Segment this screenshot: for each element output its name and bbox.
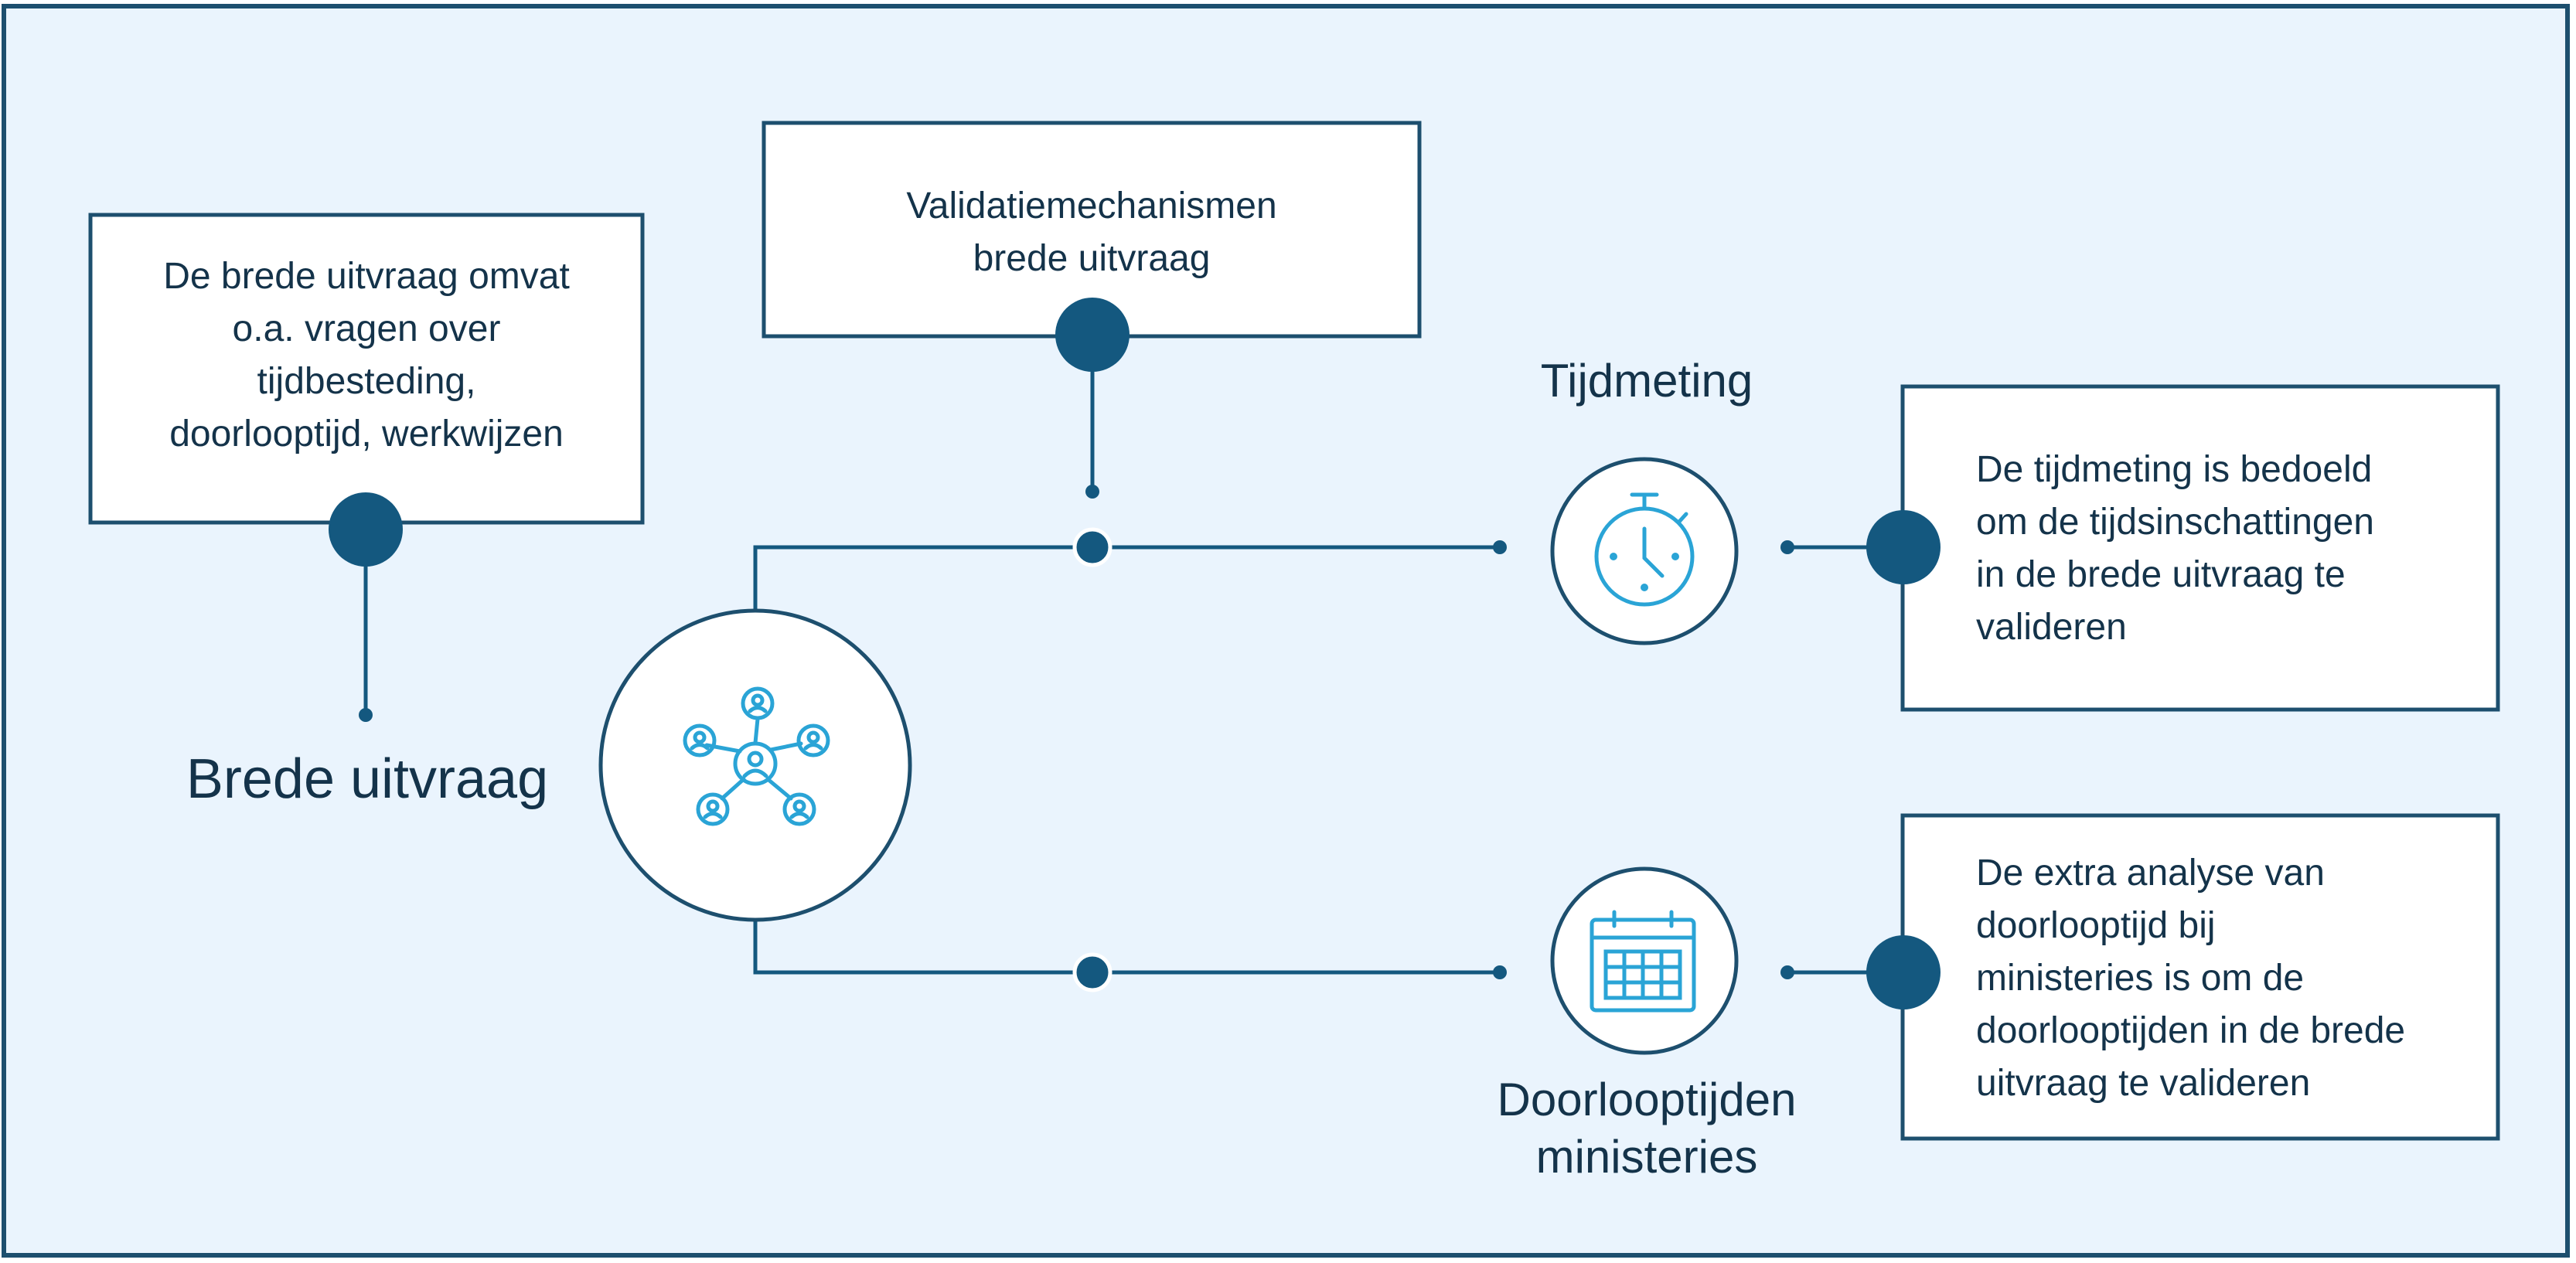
connector-dots [359, 485, 1794, 979]
stopwatch-icon [1594, 492, 1695, 607]
intro-anchor-node [329, 492, 403, 567]
bottom-branch-node [1072, 952, 1113, 992]
intro-connector-end-dot [359, 708, 373, 722]
bottom-result-start-dot [1780, 965, 1794, 979]
tijdmeting-anchor-node [1866, 510, 1941, 584]
doorlooptijden-anchor-node [1866, 935, 1941, 1009]
top-result-start-dot [1780, 540, 1794, 554]
anchor-nodes [329, 298, 1941, 1009]
tijdmeting-description: De tijdmeting is bedoeld om de tijdsinsc… [1976, 449, 2374, 648]
tijdmeting-description-box [1900, 384, 2500, 712]
tijdmeting-label: Tijdmeting [1540, 355, 1753, 407]
validation-box-text: Validatiemechanismen brede uitvraag [906, 186, 1277, 279]
doorlooptijden-description-box [1900, 813, 2500, 1141]
top-branch-line [753, 545, 1500, 611]
calendar-icon [1590, 910, 1696, 1013]
doorlooptijden-label: Doorlooptijden ministeries [1497, 1074, 1797, 1183]
doorlooptijden-description: De extra analyse van doorlooptijd bij mi… [1976, 853, 2406, 1104]
intro-box-text: De brede uitvraag omvat o.a. vragen over… [163, 256, 570, 454]
top-branch-end-dot [1493, 540, 1507, 554]
main-label: Brede uitvraag [186, 748, 549, 810]
validation-anchor-node [1055, 298, 1130, 372]
bottom-branch-line [753, 920, 1500, 975]
network-people-icon [683, 686, 830, 826]
validation-connector-end-dot [1085, 485, 1099, 499]
bottom-branch-end-dot [1493, 965, 1507, 979]
top-branch-node [1072, 527, 1113, 567]
